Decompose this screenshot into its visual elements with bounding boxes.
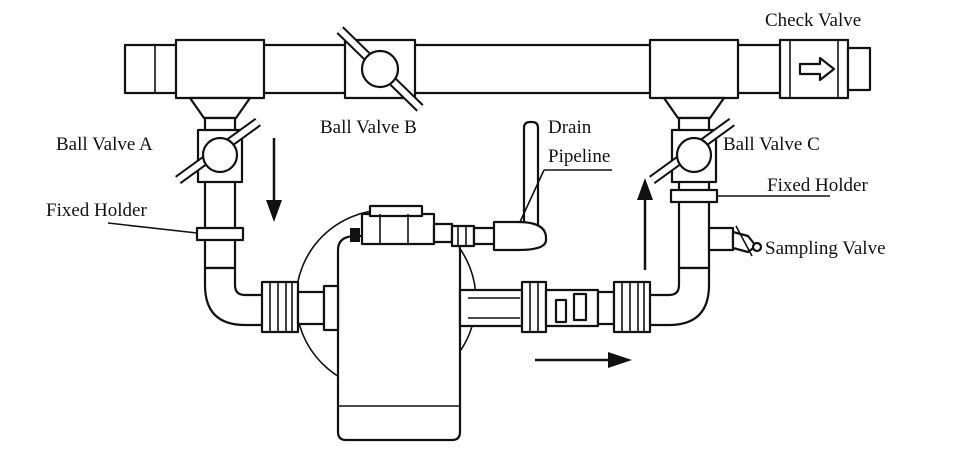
ball-valve-b — [336, 26, 424, 112]
ball-valve-c-label: Ball Valve C — [723, 134, 820, 155]
left-tee-fitting — [174, 38, 266, 120]
flow-arrow-up — [637, 178, 653, 270]
ball-valve-a-label: Ball Valve A — [56, 134, 153, 155]
left-union — [260, 280, 340, 334]
fixed-holder-left-label: Fixed Holder — [46, 200, 147, 221]
sampling-valve — [731, 225, 763, 257]
check-valve — [778, 38, 872, 100]
check-valve-label: Check Valve — [765, 10, 861, 31]
drain-pipeline-label-line1: Drain — [548, 117, 592, 138]
flow-arrow-right — [535, 352, 632, 368]
fixed-holder-right-label: Fixed Holder — [767, 175, 868, 196]
control-head — [350, 204, 454, 246]
ball-valve-c — [649, 117, 735, 185]
drain-pipeline — [450, 120, 548, 252]
ball-valve-b-label: Ball Valve B — [320, 117, 417, 138]
flow-arrow-down — [266, 138, 282, 222]
outlet-assembly — [458, 280, 652, 334]
sampling-valve-label: Sampling Valve — [765, 238, 886, 259]
leader-lines — [107, 169, 830, 234]
ball-valve-a — [175, 117, 261, 185]
right-tee-fitting — [648, 38, 740, 120]
drain-pipeline-label-line2: Pipeline — [548, 146, 610, 167]
flow-direction-arrow-icon — [798, 56, 836, 82]
